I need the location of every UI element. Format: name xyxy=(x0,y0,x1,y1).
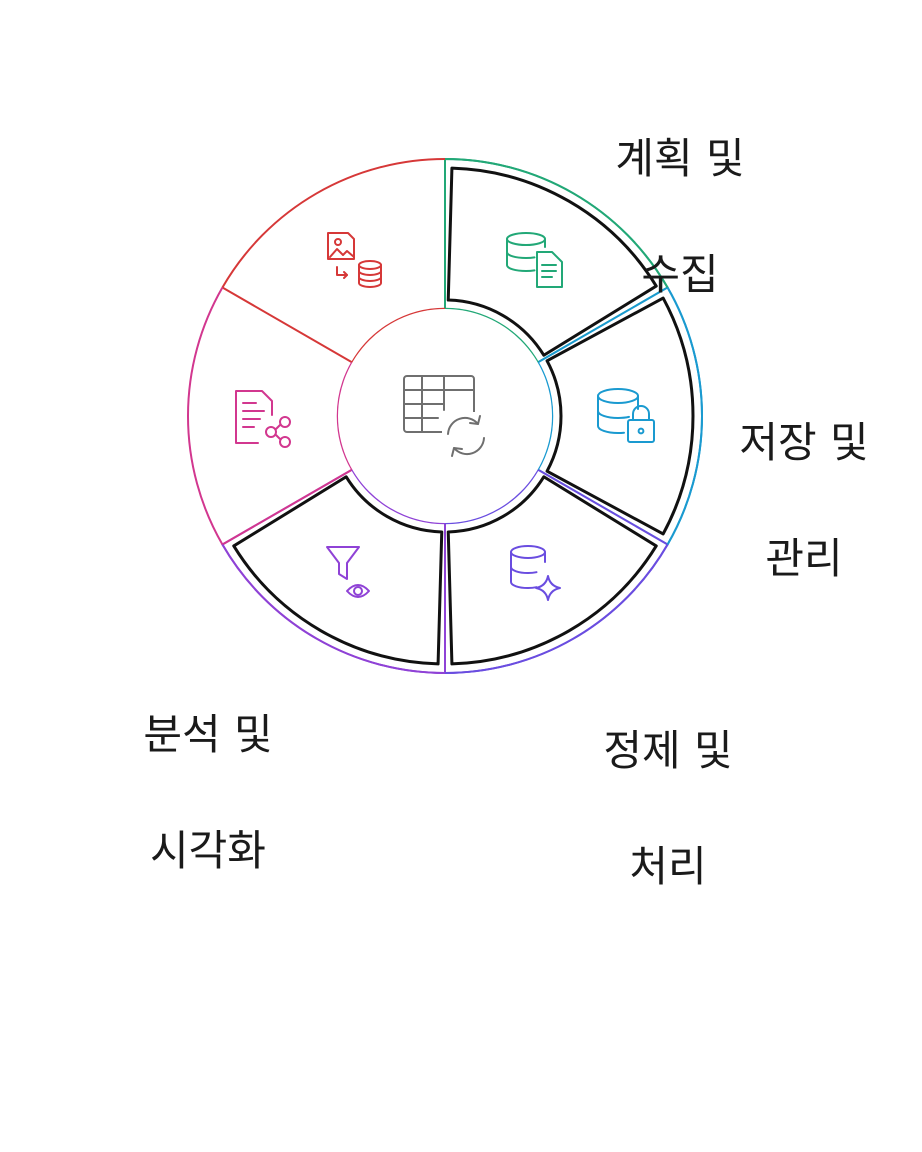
segment-ring xyxy=(221,157,703,675)
outer-arc xyxy=(221,158,446,289)
outer-arc xyxy=(221,543,446,674)
stage-label-line: 처리 xyxy=(629,842,707,891)
segment-highlight xyxy=(446,475,658,666)
stage-label-analysis: 분석 및 시각화 xyxy=(118,648,298,880)
stage-label-processing: 정제 및 처리 xyxy=(578,664,758,896)
document-share-icon xyxy=(235,390,291,448)
database-lock-icon xyxy=(597,388,655,443)
outer-arc xyxy=(187,287,224,545)
stage-label-line: 계획 및 xyxy=(615,134,745,183)
segment-divider xyxy=(221,468,353,546)
image-to-database-icon xyxy=(327,232,382,288)
outer-arc xyxy=(666,287,703,545)
stage-label-line: 분석 및 xyxy=(143,710,273,759)
segment-highlight xyxy=(545,296,695,536)
database-document-icon xyxy=(506,232,563,288)
stage-label-planning: 계획 및 수집 xyxy=(590,72,770,304)
stage-label-line: 관리 xyxy=(765,534,843,583)
stage-label-line: 수집 xyxy=(641,250,719,299)
segment-divider xyxy=(221,286,353,364)
stage-label-line: 정제 및 xyxy=(603,726,733,775)
outer-arc xyxy=(444,543,669,674)
stage-label-storage: 저장 및 관리 xyxy=(714,356,894,588)
outer-arc xyxy=(444,158,669,289)
outer-ring xyxy=(187,158,703,674)
database-sparkle-icon xyxy=(510,545,561,601)
table-sync-icon xyxy=(403,375,492,460)
filter-eye-icon xyxy=(326,546,370,598)
segment-highlight xyxy=(232,475,444,666)
segment-highlight xyxy=(446,166,658,357)
stage-label-line: 시각화 xyxy=(150,826,266,875)
stage-label-line: 저장 및 xyxy=(739,418,869,467)
